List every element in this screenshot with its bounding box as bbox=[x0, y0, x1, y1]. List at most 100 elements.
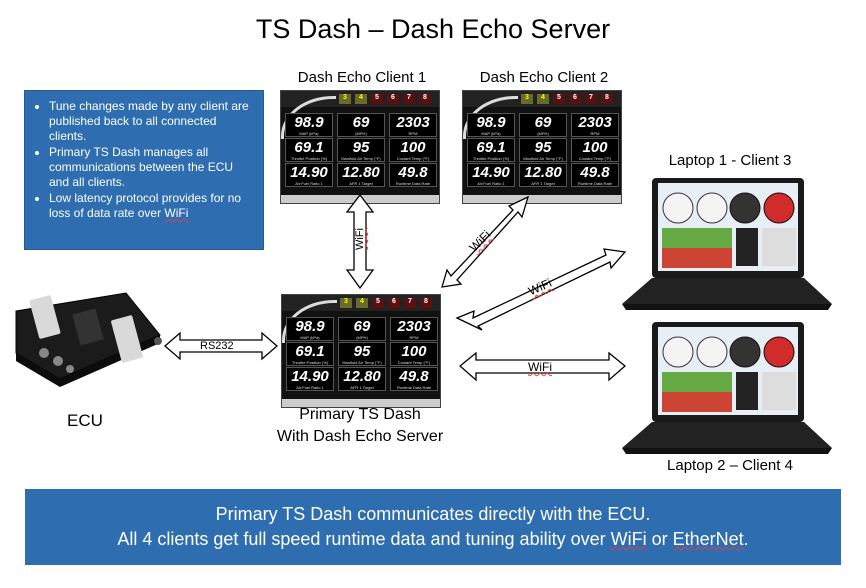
dash-gauge-unit: Manifold Air Temp (°F) bbox=[342, 360, 382, 365]
dash-gauge-unit: Air:Fuel Ratio 1 bbox=[296, 385, 324, 390]
dash-gauge-value: 95 bbox=[352, 139, 370, 156]
dash-gauge-unit: Coolant Temp (°F) bbox=[396, 156, 430, 161]
info-bullet: Primary TS Dash manages all communicatio… bbox=[49, 145, 255, 190]
page-title: TS Dash – Dash Echo Server bbox=[255, 14, 611, 44]
info-bullet: Low latency protocol provides for no los… bbox=[49, 191, 255, 221]
wifi-word: WiFi bbox=[610, 529, 647, 549]
dash-gauge-unit: Manifold Air Temp (°F) bbox=[523, 156, 563, 161]
dash-gear-indicator: 4 bbox=[356, 298, 368, 308]
rs232-label: RS232 bbox=[200, 340, 234, 352]
dash-gauge-unit: Runtime Data Rate bbox=[577, 181, 612, 186]
primary-dash-label-line2: With Dash Echo Server bbox=[276, 428, 444, 445]
dash-gauge-unit: Air:Fuel Ratio 1 bbox=[477, 181, 505, 186]
dash-gauge: 69(MPH) bbox=[519, 113, 567, 137]
dash-gauge-value: 12.80 bbox=[524, 164, 562, 181]
dash-gauge-value: 12.80 bbox=[343, 368, 381, 385]
dash-gauge-value: 69.1 bbox=[294, 139, 324, 156]
dash-gauge-value: 2303 bbox=[578, 114, 612, 131]
dash-gauge-unit: MAP (kPa) bbox=[300, 335, 320, 340]
primary-dash-label-line1: Primary TS Dash bbox=[299, 406, 421, 423]
wifi-label-laptop2: WiFi bbox=[528, 360, 552, 374]
dash-gauge-unit: Air:Fuel Ratio 1 bbox=[295, 181, 323, 186]
dash-gear-indicator: 3 bbox=[521, 94, 533, 104]
dash-gear-indicator: 6 bbox=[569, 94, 581, 104]
dash-gauge-value: 14.90 bbox=[290, 164, 328, 181]
dash-gauge-value: 95 bbox=[353, 343, 371, 360]
dash-gear-indicator: 4 bbox=[537, 94, 549, 104]
dash-gauge-value: 100 bbox=[400, 139, 426, 156]
dash-gauge-unit: MAP (kPa) bbox=[299, 131, 319, 136]
dash-gauge-value: 98.9 bbox=[295, 318, 325, 335]
dash-gauge-unit: Coolant Temp (°F) bbox=[397, 360, 431, 365]
rs232-arrow bbox=[164, 331, 278, 361]
dash-gear-indicator: 6 bbox=[388, 298, 400, 308]
dash-gauge-unit: AFR 1 Target bbox=[350, 385, 374, 390]
dash-gauge-unit: AFR 1 Target bbox=[531, 181, 555, 186]
dash-gear-indicator: 8 bbox=[601, 94, 613, 104]
dash-gear-indicator: 8 bbox=[420, 298, 432, 308]
dash-gauge-unit: Coolant Temp (°F) bbox=[578, 156, 612, 161]
summary-line1: Primary TS Dash communicates directly wi… bbox=[215, 504, 651, 524]
ethernet-word: EtherNet bbox=[672, 529, 744, 549]
wifi-label-laptop2-text: WiFi bbox=[528, 360, 552, 374]
dash-gauge-value: 100 bbox=[582, 139, 608, 156]
dash-gear-indicator: 7 bbox=[403, 94, 415, 104]
laptop2-label: Laptop 2 – Client 4 bbox=[667, 457, 793, 474]
dash-gauge-unit: (MPH) bbox=[355, 131, 367, 136]
dash-gear-indicator: 3 bbox=[340, 298, 352, 308]
dash-gauge-unit: RPM bbox=[408, 131, 418, 136]
dash-gauge: 69(MPH) bbox=[337, 113, 385, 137]
dash-gauge-unit: Throttle Position (%) bbox=[291, 360, 329, 365]
dash-gauge-unit: Throttle Position (%) bbox=[472, 156, 510, 161]
dash-gauge-value: 2303 bbox=[396, 114, 430, 131]
dash-gauge-value: 69.1 bbox=[476, 139, 506, 156]
wifi-label-client1-text: WiFi bbox=[354, 228, 366, 250]
dash-gauge-value: 69 bbox=[353, 318, 371, 335]
dash-gauge-unit: (MPH) bbox=[537, 131, 549, 136]
wifi-arrow-laptop1 bbox=[455, 248, 627, 331]
client2-label: Dash Echo Client 2 bbox=[479, 69, 609, 86]
dash-gauge-unit: AFR 1 Target bbox=[349, 181, 373, 186]
info-bullet-list: Tune changes made by any client are publ… bbox=[33, 99, 255, 221]
dash-gauge-value: 69 bbox=[352, 114, 370, 131]
dash-gauge-value: 69.1 bbox=[295, 343, 325, 360]
client1-label: Dash Echo Client 1 bbox=[297, 69, 427, 86]
ecu-device bbox=[15, 292, 162, 387]
dash-gear-indicator: 7 bbox=[404, 298, 416, 308]
dash-gauge-unit: Manifold Air Temp (°F) bbox=[341, 156, 381, 161]
dash-gauge-unit: RPM bbox=[409, 335, 419, 340]
dash-gauge: 69(MPH) bbox=[338, 317, 386, 341]
dash-gauge-unit: Runtime Data Rate bbox=[395, 181, 430, 186]
dash-gear-indicator: 8 bbox=[419, 94, 431, 104]
laptop1-device bbox=[622, 178, 832, 310]
dash-gauge-value: 14.90 bbox=[291, 368, 329, 385]
dash-gauge-value: 98.9 bbox=[294, 114, 324, 131]
dash-gear-indicator: 7 bbox=[585, 94, 597, 104]
ecu-label: ECU bbox=[67, 411, 103, 430]
dash-gear-indicator: 5 bbox=[553, 94, 565, 104]
info-box: Tune changes made by any client are publ… bbox=[24, 90, 264, 250]
dash-gauge-value: 98.9 bbox=[476, 114, 506, 131]
dash-gear-indicator: 3 bbox=[339, 94, 351, 104]
dash-gauge-value: 14.90 bbox=[472, 164, 510, 181]
dash-gear-indicator: 6 bbox=[387, 94, 399, 104]
dash-gauge-unit: Throttle Position (%) bbox=[290, 156, 328, 161]
